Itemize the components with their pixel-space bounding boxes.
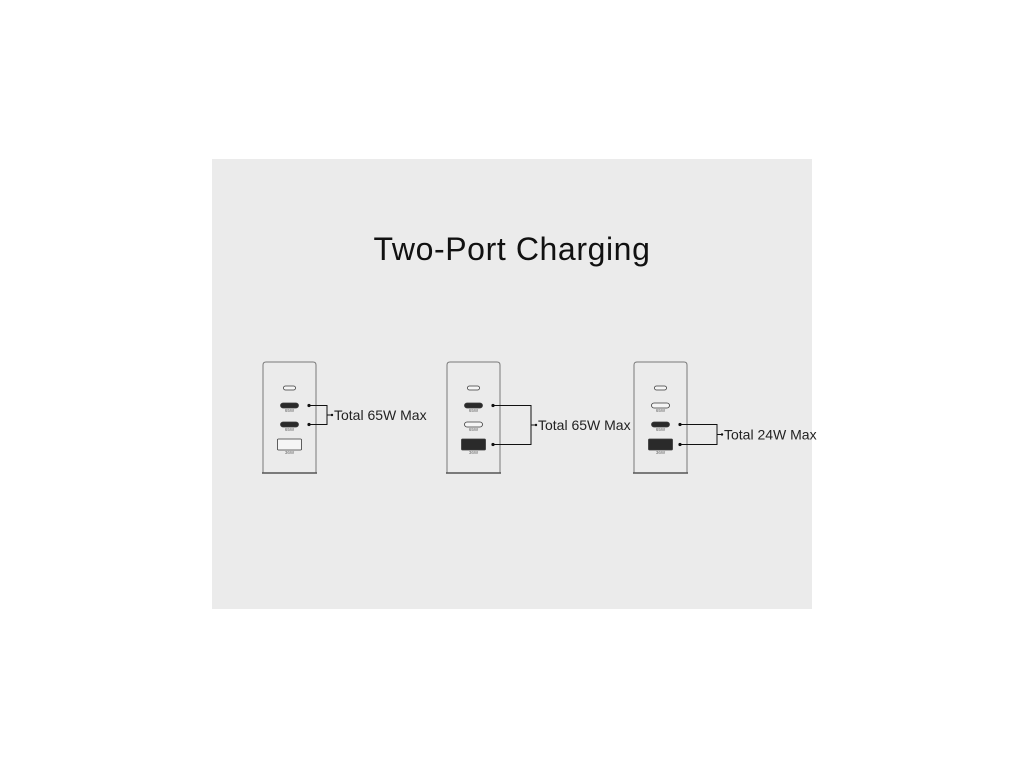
port-wattage-label: 65W [285,427,295,432]
usb-a-port-icon [648,438,673,451]
usb-c-port-icon [654,385,667,391]
connector-dot [330,413,334,417]
connector-dot [534,423,538,427]
usb-a-port-icon [277,438,302,451]
usb-c-port-icon [651,402,670,409]
port-wattage-label: 65W [469,427,479,432]
charger-config-2: 65W 65W 36W Total 65W Max [446,361,631,474]
usb-c-port-icon [464,421,483,428]
usb-c-port-icon [464,402,483,409]
charger-body [446,361,501,474]
port-wattage-label: 65W [285,408,295,413]
total-power-label: Total 24W Max [724,427,817,443]
port-wattage-label: 65W [656,408,666,413]
port-wattage-label: 36W [469,450,479,455]
connector-dot [720,433,724,436]
diagram-title: Two-Port Charging [373,231,651,267]
port-wattage-label: 36W [656,450,666,455]
charger-body [262,361,317,474]
total-power-label: Total 65W Max [538,417,631,433]
usb-c-port-icon [467,385,480,391]
charger-config-1: 65W 65W 36W Total 65W Max [262,361,427,474]
usb-c-port-icon [651,421,670,428]
port-wattage-label: 36W [285,450,295,455]
usb-c-port-icon [280,402,299,409]
charger-body [633,361,688,474]
usb-a-port-icon [461,438,486,451]
usb-c-port-icon [280,421,299,428]
port-wattage-label: 65W [469,408,479,413]
port-wattage-label: 65W [656,427,666,432]
charger-config-3: 65W 65W 36W Total 24W Max [633,361,817,474]
usb-c-port-icon [283,385,296,391]
charging-diagram: 65W 65W 36W Total 65W Max 65W 65W 36W Total 65W… [262,361,817,474]
diagram-panel: Two-Port Charging 65W 65W 36W Total 65W Max… [212,159,817,609]
total-power-label: Total 65W Max [334,407,427,423]
